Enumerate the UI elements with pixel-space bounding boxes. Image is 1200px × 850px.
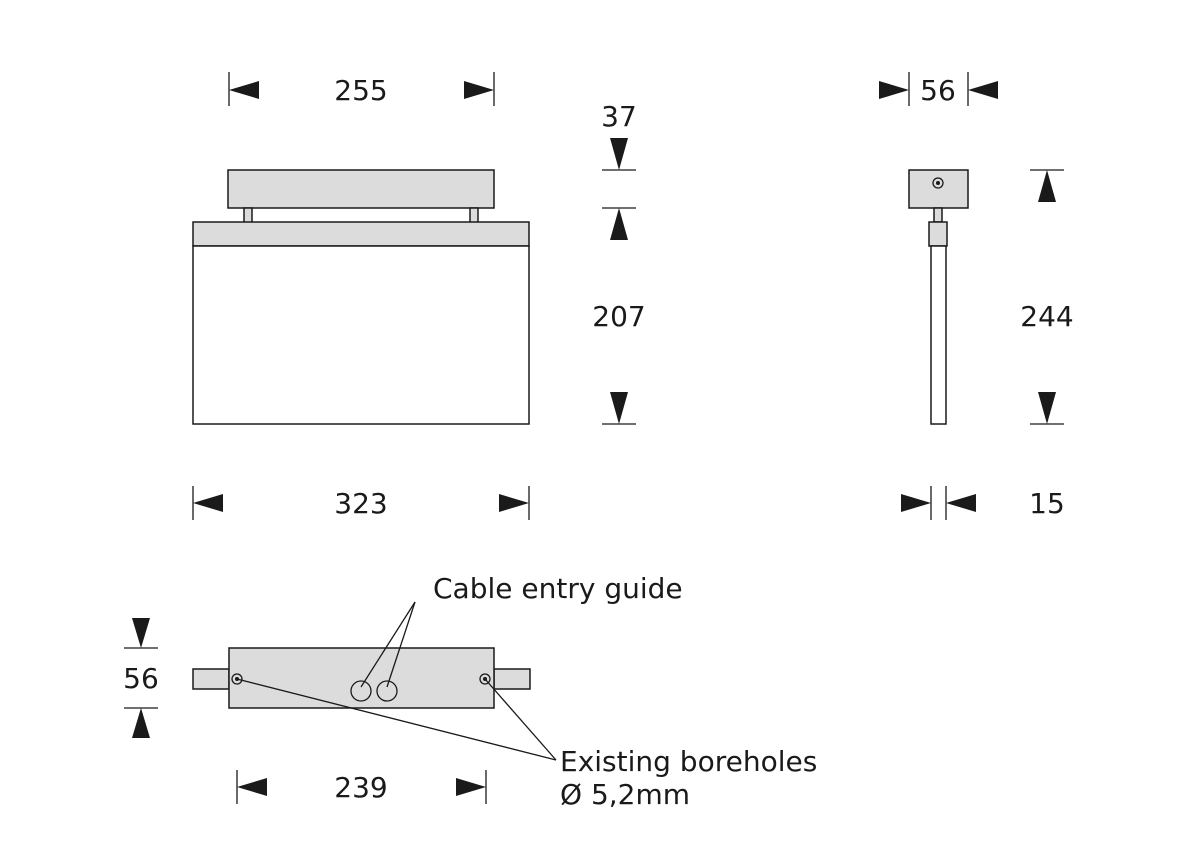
dim-label-207: 207 bbox=[592, 300, 645, 333]
front-panel bbox=[192, 245, 530, 425]
cable-entry-label: Cable entry guide bbox=[433, 572, 683, 605]
leader-borehole-left bbox=[236, 678, 557, 761]
side-post bbox=[933, 207, 943, 223]
dim-label-56-side: 56 bbox=[920, 74, 956, 107]
bottom-view: Cable entry guide Existing boreholes Ø 5… bbox=[123, 572, 817, 811]
dim-label-15: 15 bbox=[1029, 487, 1065, 520]
dim-label-56-bottom: 56 bbox=[123, 662, 159, 695]
dim-side-height: 244 bbox=[1020, 169, 1074, 425]
front-mounting-bar bbox=[227, 169, 495, 209]
boreholes-label: Existing boreholes bbox=[560, 745, 817, 778]
front-view: 255 323 37 207 bbox=[192, 72, 646, 520]
bottom-mounting-plate bbox=[228, 647, 495, 709]
bottom-tab-right bbox=[493, 668, 531, 690]
borehole-right-icon bbox=[479, 673, 491, 685]
dim-bottom-bore-spacing: 239 bbox=[236, 770, 487, 804]
cable-entry-left-icon bbox=[350, 680, 372, 702]
dim-front-width-top: 255 bbox=[228, 72, 495, 107]
side-housing-top bbox=[928, 221, 948, 247]
dim-label-37: 37 bbox=[601, 100, 637, 133]
side-panel bbox=[930, 245, 947, 425]
dim-label-323: 323 bbox=[334, 487, 387, 520]
side-screw-icon bbox=[932, 177, 944, 189]
bottom-tab-left bbox=[192, 668, 230, 690]
dim-front-panel-height: 207 bbox=[592, 300, 646, 425]
dim-label-255: 255 bbox=[334, 74, 387, 107]
leader-cable-right bbox=[386, 601, 416, 688]
side-mounting-block bbox=[908, 169, 969, 209]
borehole-left-icon bbox=[231, 673, 243, 685]
leader-cable-left bbox=[360, 601, 416, 688]
side-view: 56 244 15 bbox=[879, 72, 1074, 520]
leader-borehole-right bbox=[484, 678, 557, 761]
dim-front-gap: 37 bbox=[601, 100, 637, 240]
cable-entry-right-icon bbox=[376, 680, 398, 702]
dim-side-thickness: 15 bbox=[901, 486, 1065, 520]
dim-label-239: 239 bbox=[334, 771, 387, 804]
dim-front-width-bottom: 323 bbox=[192, 486, 530, 520]
boreholes-diameter-label: Ø 5,2mm bbox=[560, 778, 690, 811]
front-housing-top bbox=[192, 221, 530, 247]
dim-label-244: 244 bbox=[1020, 300, 1073, 333]
dim-side-depth: 56 bbox=[879, 72, 998, 107]
dim-bottom-depth: 56 bbox=[123, 618, 159, 738]
